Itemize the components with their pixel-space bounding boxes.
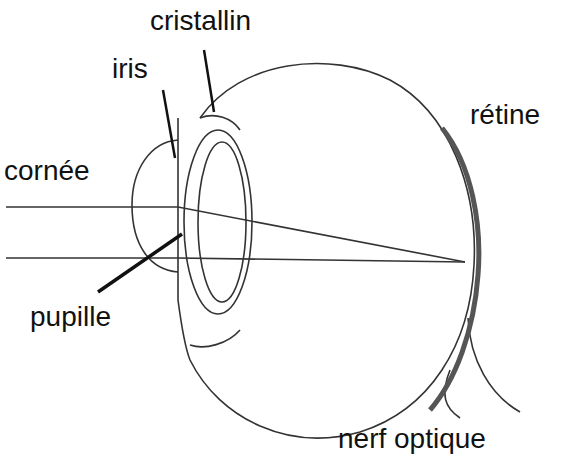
leader-line [163, 90, 175, 158]
lens-inner [198, 142, 246, 302]
part-label: iris [112, 54, 148, 85]
eyeball-outline [178, 64, 474, 438]
optic-nerve [468, 318, 520, 412]
retina [430, 128, 479, 410]
leader-line [204, 50, 214, 112]
leader-line [98, 234, 182, 292]
part-label: cristallin [150, 6, 251, 37]
ciliary-line [190, 330, 240, 347]
part-label: nerf optique [338, 424, 486, 455]
ciliary-line [200, 116, 240, 130]
light-ray [6, 258, 465, 262]
light-ray [6, 207, 465, 262]
part-label: cornée [4, 156, 90, 187]
part-label: pupille [30, 302, 111, 333]
lens [184, 130, 252, 314]
part-label: rétine [470, 100, 540, 131]
iris [177, 118, 179, 300]
